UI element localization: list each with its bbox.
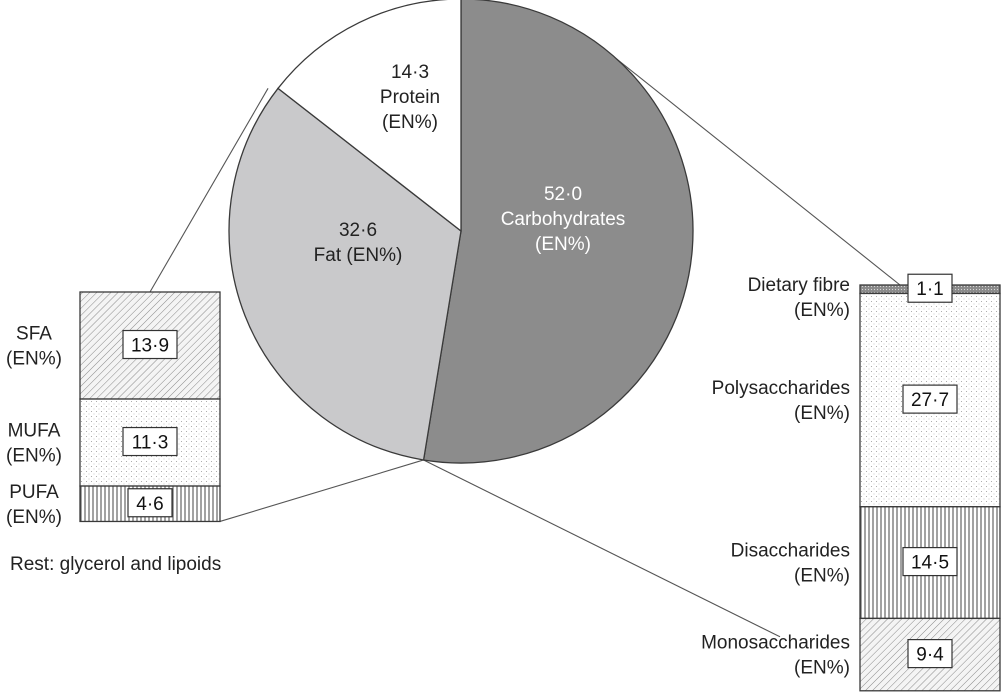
pie-label-fat: Fat (EN%)	[314, 245, 403, 266]
segment-unit-polysaccharides: (EN%)	[794, 403, 850, 424]
pie-unit-carbohydrates: (EN%)	[535, 234, 591, 255]
segment-label-dietary-fibre: Dietary fibre	[748, 275, 850, 296]
segment-label-mufa: MUFA	[8, 421, 61, 442]
segment-unit-monosaccharides: (EN%)	[794, 658, 850, 679]
value-label-sfa: 13·9	[131, 336, 169, 357]
fat-note: Rest: glycerol and lipoids	[10, 554, 221, 575]
carbohydrate-breakdown-bar: 1·1 Dietary fibre (EN%) 27·7 Polysaccharides…	[701, 273, 1001, 692]
value-label-mufa: 11·3	[132, 433, 169, 454]
value-box-dietary-fibre	[907, 273, 953, 303]
value-box-mufa	[122, 426, 178, 457]
value-label-monosaccharides: 9·4	[916, 645, 944, 666]
segment-label-disaccharides: Disaccharides	[731, 541, 850, 562]
value-box-sfa	[122, 329, 178, 360]
value-box-pufa	[127, 488, 173, 518]
segment-label-pufa: PUFA	[9, 482, 59, 503]
segment-label-monosaccharides: Monosaccharides	[701, 633, 850, 654]
segment-unit-sfa: (EN%)	[6, 349, 62, 370]
value-box-polysaccharides	[902, 384, 958, 414]
pie-slice-fat	[228, 87, 462, 461]
connector-fat-bottom	[219, 459, 424, 522]
pie-slice-protein	[277, 0, 462, 233]
value-label-polysaccharides: 27·7	[911, 390, 949, 411]
segment-label-sfa: SFA	[16, 324, 52, 345]
value-box-disaccharides	[902, 546, 958, 577]
pie-unit-protein: (EN%)	[382, 112, 438, 133]
segment-unit-pufa: (EN%)	[6, 507, 62, 528]
value-label-disaccharides: 14·5	[911, 553, 949, 574]
connector-carb-bottom	[423, 459, 781, 638]
pie-value-protein: 14·3	[391, 62, 429, 83]
connector-lines	[149, 40, 901, 638]
pie-value-carbohydrates: 52·0	[544, 184, 582, 205]
pie-label-protein: Protein	[380, 87, 440, 108]
fat-breakdown-bar: 13·9 SFA (EN%) 11·3 MUFA (EN%) 4·6 PUFA (EN%) Res…	[6, 291, 221, 575]
pie-value-fat: 32·6	[339, 220, 377, 241]
value-label-dietary-fibre: 1·1	[916, 279, 943, 300]
value-label-pufa: 4·6	[136, 494, 163, 515]
connector-fat-top	[149, 88, 269, 293]
pie-slice-carbohydrates	[422, 0, 694, 464]
pie-label-carbohydrates: Carbohydrates	[501, 209, 626, 230]
connector-carb-top	[593, 40, 901, 286]
segment-unit-mufa: (EN%)	[6, 446, 62, 467]
segment-label-polysaccharides: Polysaccharides	[712, 378, 850, 399]
segment-unit-disaccharides: (EN%)	[794, 566, 850, 587]
value-box-monosaccharides	[907, 638, 953, 669]
segment-unit-dietary-fibre: (EN%)	[794, 300, 850, 321]
